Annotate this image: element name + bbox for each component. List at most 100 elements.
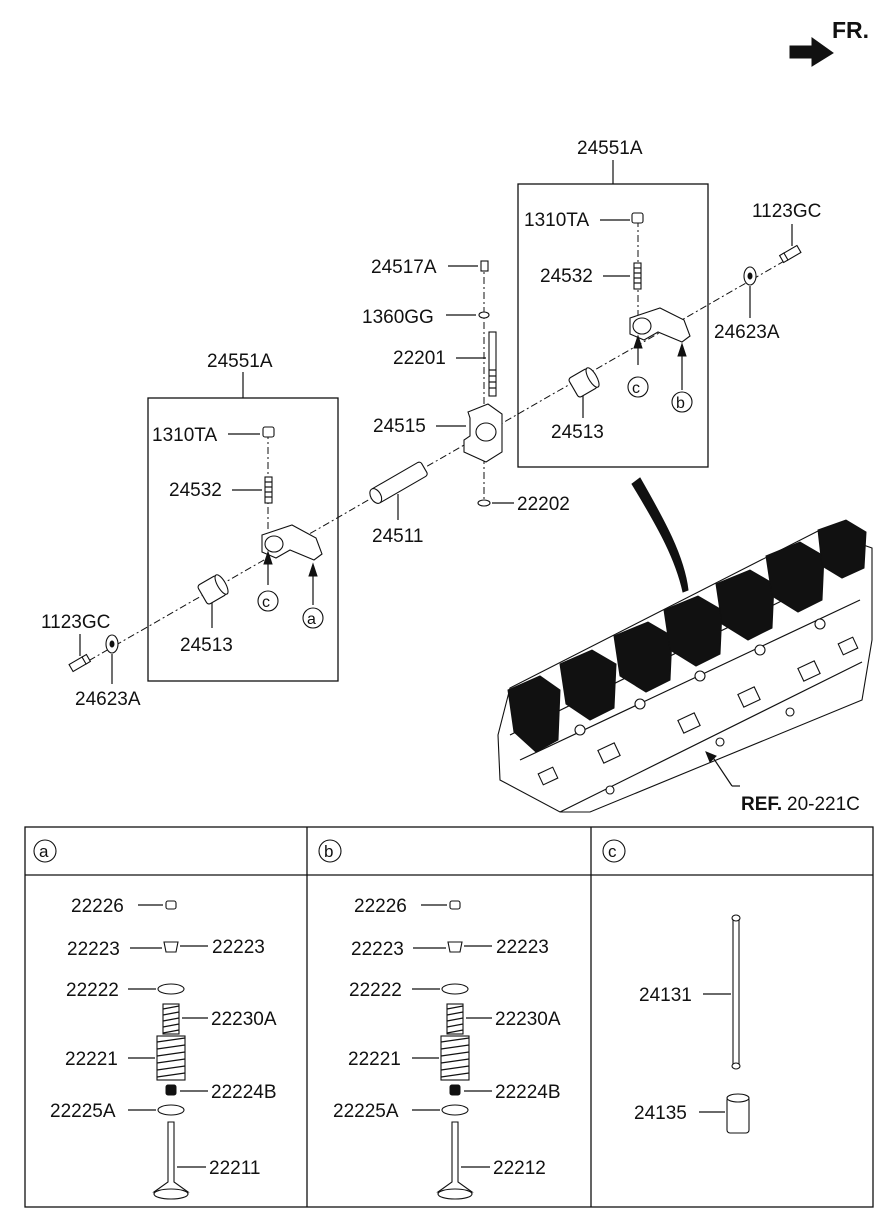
part-label-1310ta: 1310TA [152,425,217,446]
valve-stem-seal [449,1084,461,1096]
callout-a-text: a [307,611,316,628]
adjusting-nut [262,426,275,438]
valve [152,1121,190,1193]
panel-b-header: b [324,842,333,861]
fr-label: FR. [832,17,869,43]
valve-keepers [163,941,179,953]
label-spring-inner: 22230A [211,1009,277,1030]
spacer-spring [568,367,600,398]
label-seat: 22225A [333,1101,399,1122]
ref-prefix: REF. [741,794,782,815]
label-seal: 22224B [495,1082,561,1103]
panel-b-header-circle [318,839,342,863]
label-valve: 22212 [493,1158,546,1179]
part-label-1123gc-left: 1123GC [41,612,110,633]
location-pointer [631,477,689,593]
bracket-dowel [477,499,491,507]
rocker-group-left: 24551A 1310TA 24532 c a 24513 [147,351,339,682]
label-spring-inner: 22230A [495,1009,561,1030]
part-label-1123gc-right: 1123GC [752,201,821,222]
callout-c-text: c [262,594,270,611]
oil-screw [480,260,489,272]
valve-cap [165,900,177,910]
head-ports [537,618,859,795]
ref-code: 20-221C [787,794,860,815]
outer-spring [156,1035,186,1081]
panel-a-header-circle [33,839,57,863]
spring-seat [441,1104,469,1116]
outer-spring [440,1035,470,1081]
part-label-24623a-right: 24623A [714,322,780,343]
valve-head [437,1188,473,1200]
label-retainer: 22222 [349,980,402,1001]
label-spring-outer: 22221 [65,1049,118,1070]
cylinder-head-illustration [497,519,873,813]
spacer-spring [197,574,229,605]
arrow-head [633,334,643,349]
part-label-1360gg: 1360GG [362,307,434,328]
part-label-24532: 24532 [169,480,222,501]
part-label-1310ta: 1310TA [524,210,589,231]
valve-head [153,1188,189,1200]
part-label-24623a-left: 24623A [75,689,141,710]
label-tappet: 24135 [634,1103,687,1124]
arrow-head [263,550,273,565]
valve [436,1121,474,1193]
end-bolt-left [68,653,92,673]
end-bolt-right [778,244,802,264]
callout-c [627,376,649,398]
adjusting-nut [631,212,644,224]
group-label: 24551A [207,351,273,372]
label-pushrod: 24131 [639,985,692,1006]
label-keeper-left: 22223 [351,939,404,960]
label-cap: 22226 [354,896,407,917]
part-label-24517a: 24517A [371,257,437,278]
rocker-covers [507,519,867,753]
tappet-top [726,1093,750,1103]
callout-a [302,607,324,629]
arrow-head [308,562,318,577]
callout-b-text: b [676,395,685,412]
pushrod [732,917,740,1067]
valve-stem-seal [165,1084,177,1096]
washer-hole [109,640,115,648]
table-frame [24,826,874,1208]
panel-b-valve-assembly: 22226 22223 22223 22222 22230A 22221 222… [333,896,561,1200]
label-keeper-right: 22223 [496,937,549,958]
part-label-24532: 24532 [540,266,593,287]
label-keeper-left: 22223 [67,939,120,960]
panel-c-header-circle [602,839,626,863]
inner-spring [446,1003,464,1035]
callout-b [671,391,693,413]
pushrod-end [731,914,741,922]
ref-arrow-icon [705,751,717,763]
label-keeper-right: 22223 [212,937,265,958]
front-direction-indicator: FR. [789,17,869,67]
panel-c-header: c [608,842,617,861]
part-label-24513: 24513 [180,635,233,656]
ref-leader [711,755,733,787]
callout-c-text: c [632,380,640,397]
group-label: 24551A [577,138,643,159]
part-label-24515: 24515 [373,416,426,437]
washer-hole [747,272,753,280]
spring-retainer [157,983,185,995]
head-bolt [488,331,497,397]
label-valve: 22211 [209,1158,260,1179]
front-arrow-icon [789,37,834,67]
callout-c [257,590,279,612]
panel-c-pushrod-assembly: 24131 24135 [634,914,750,1134]
rocker-shaft [369,461,428,504]
part-label-24511: 24511 [372,526,423,547]
spring-seat [157,1104,185,1116]
label-retainer: 22222 [66,980,119,1001]
bracket-bore [475,422,497,442]
panel-a-valve-assembly: 22226 22223 22223 22222 22230A 22221 222… [50,896,277,1200]
label-cap: 22226 [71,896,124,917]
arrow-head [677,342,687,357]
pushrod-end [731,1062,741,1070]
valve-cap [449,900,461,910]
rocker-group-right: 24551A 1310TA 24532 c b 24513 [517,138,709,468]
detail-table: a b c [24,826,874,1208]
